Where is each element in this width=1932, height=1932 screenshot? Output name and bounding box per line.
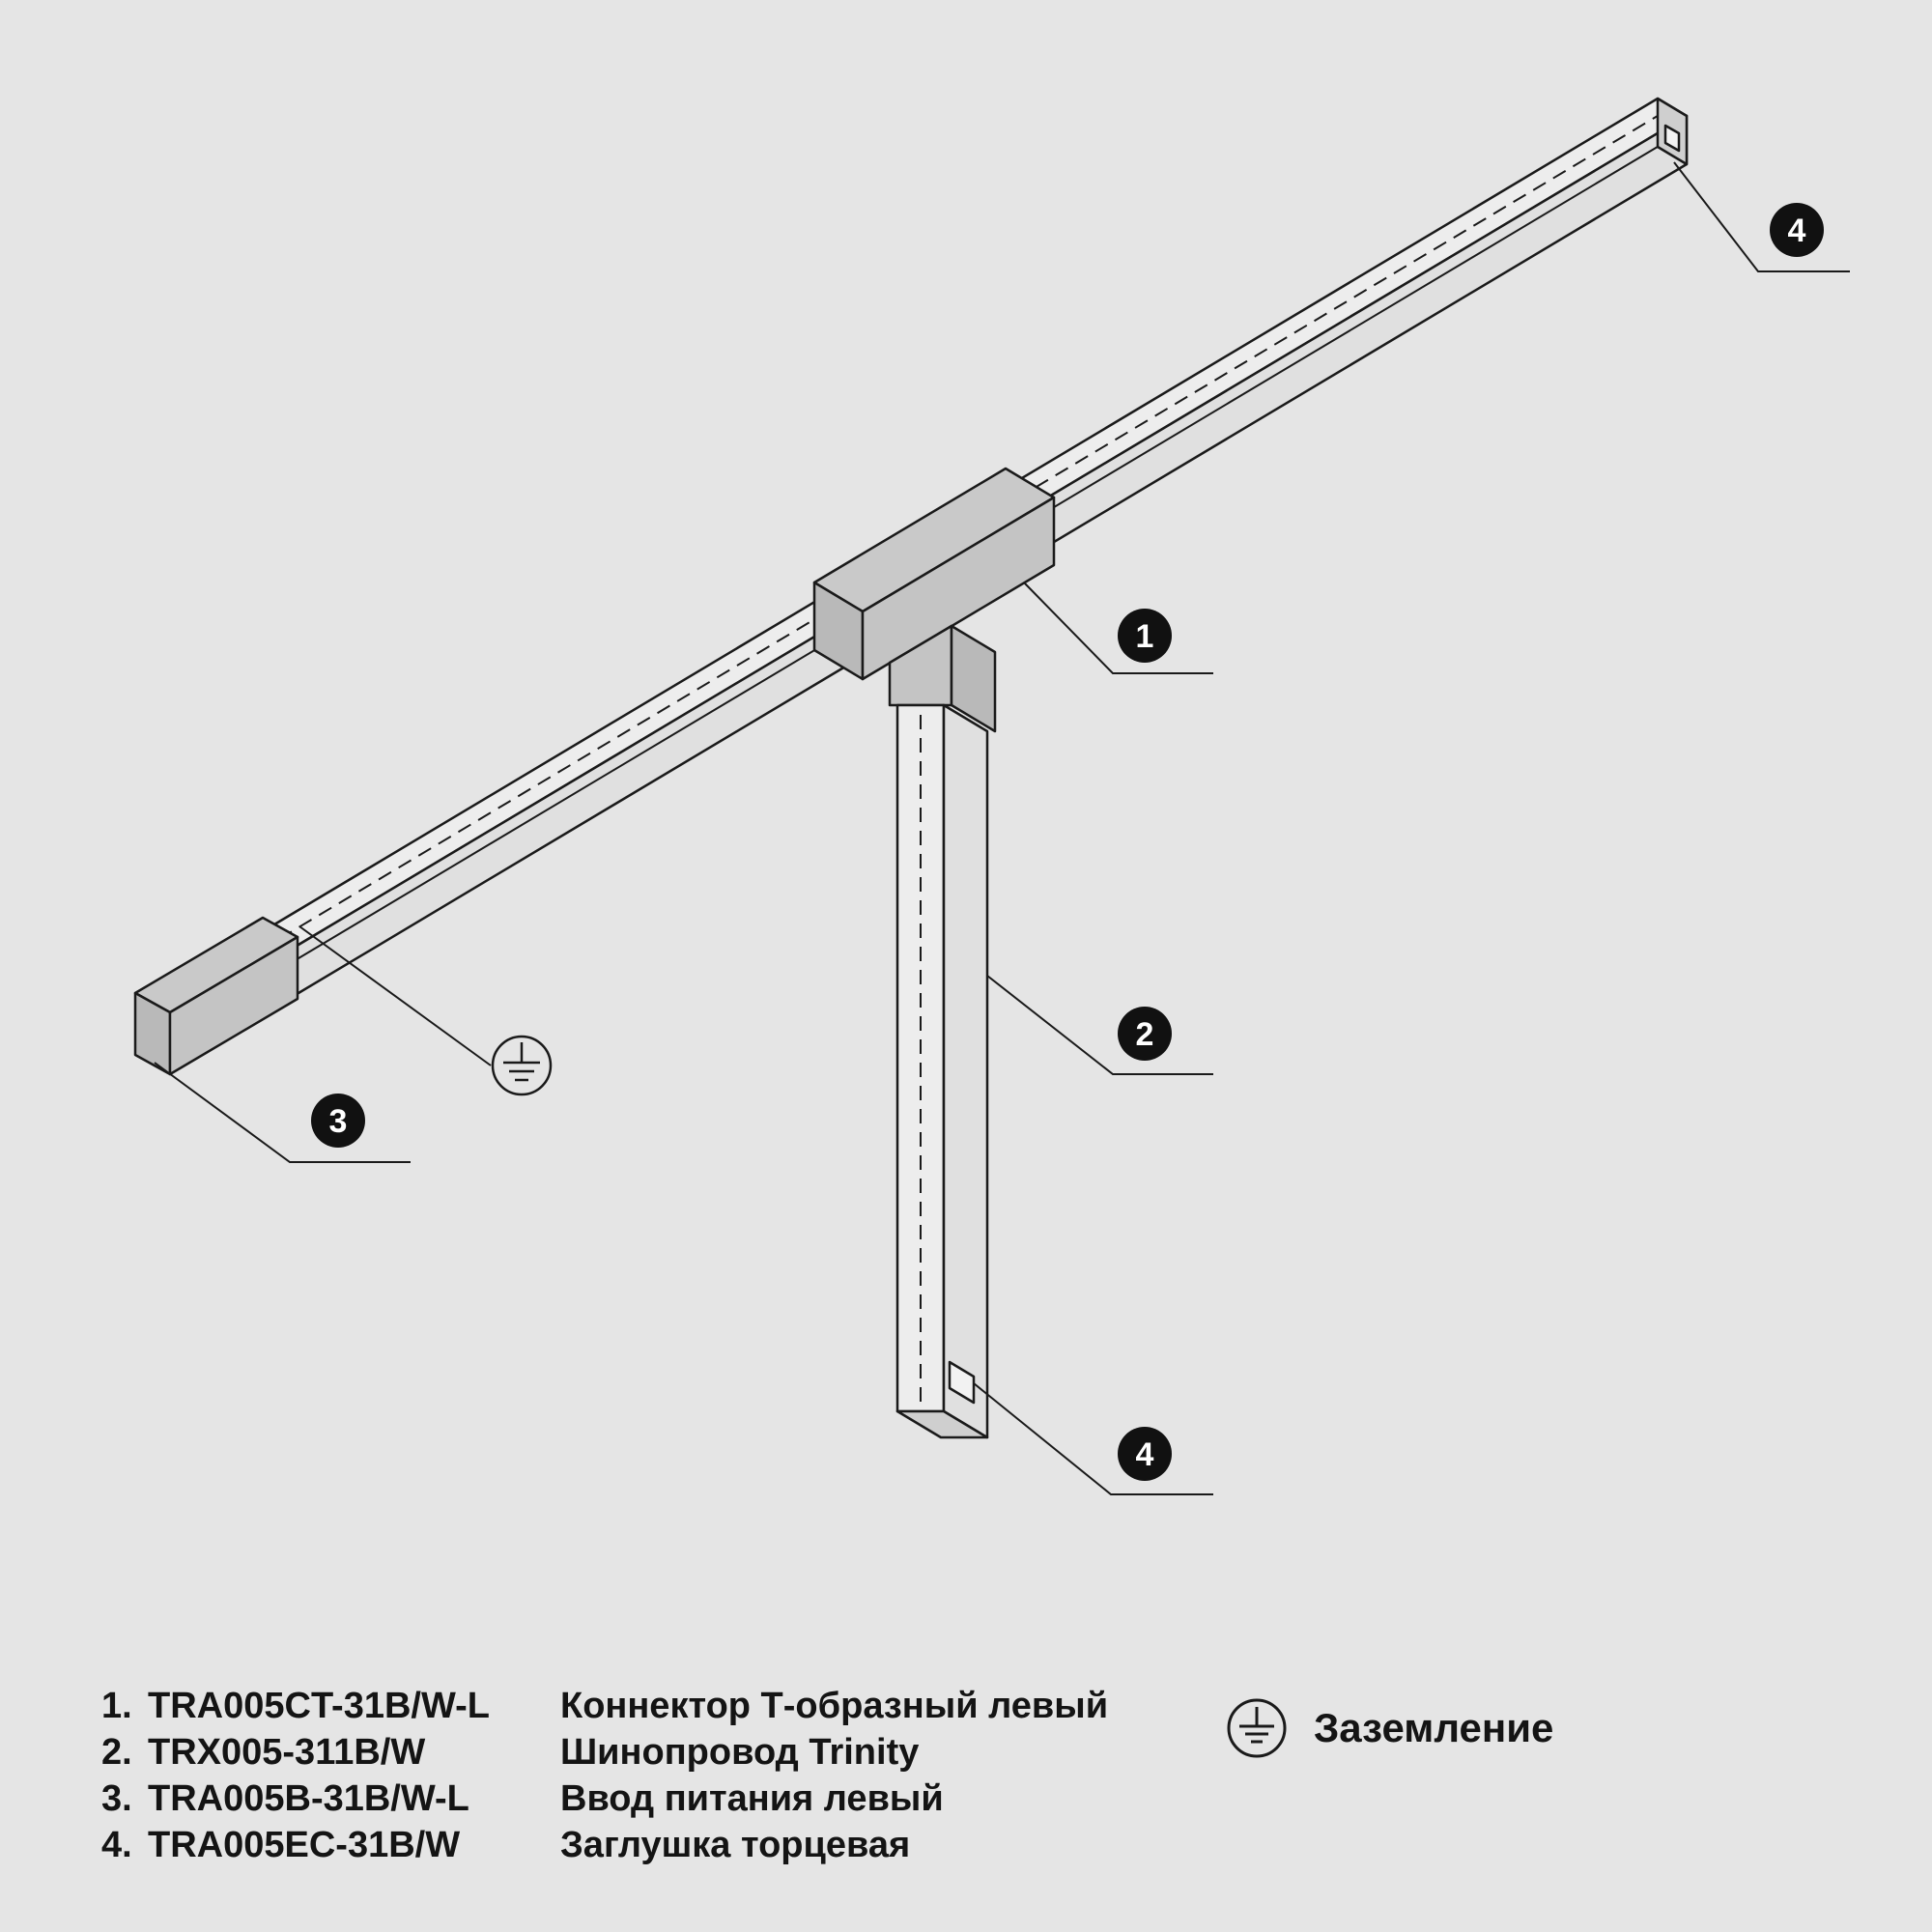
power-feed-cap [133,916,299,1076]
legend-code: TRA005EC-31B/W [148,1825,461,1865]
callout-3-label: 3 [329,1103,348,1140]
callout-3-circle [311,1094,365,1148]
callout-1-circle [1118,609,1172,663]
legend-code: TRA005B-31B/W-L [148,1778,469,1819]
horizontal-track-centerline [278,106,1673,940]
ground-legend: Заземление [1225,1696,1553,1760]
callout-1-label: 1 [1136,618,1154,655]
vertical-track [895,703,989,1439]
legend-desc: Шинопровод Trinity [560,1732,920,1773]
legend: 1. TRA005CT-31B/W-L Коннектор Т-образный… [101,1683,1108,1868]
callout-4-bottom-circle [1118,1427,1172,1481]
legend-row: 1. TRA005CT-31B/W-L Коннектор Т-образный… [101,1683,1108,1729]
callout-2-label: 2 [1136,1016,1154,1053]
callout-3-badge: 3 [311,1094,365,1148]
legend-desc: Заглушка торцевая [560,1825,911,1865]
legend-row: 4. TRA005EC-31B/W Заглушка торцевая [101,1822,1108,1868]
leader-line-end-cap-bottom [973,1382,1213,1495]
legend-code: TRA005CT-31B/W-L [148,1686,490,1726]
vertical-track-side-face [942,703,989,1439]
legend-num: 4. [101,1825,132,1865]
ground-symbol-circle [491,1035,553,1096]
ground-symbol-group [298,925,553,1096]
callout-1-badge: 1 [1118,609,1172,663]
callout-4-top-circle [1770,203,1824,257]
leader-line-track [986,975,1213,1075]
ground-legend-label: Заземление [1314,1705,1554,1750]
callout-4-top-badge: 4 [1770,203,1824,257]
callout-4-top-label: 4 [1788,213,1806,249]
t-connector-front-face [861,496,1056,681]
callout-2-badge: 2 [1118,1007,1172,1061]
legend-code: TRX005-311B/W [148,1732,426,1773]
callout-2-circle [1118,1007,1172,1061]
legend-num: 1. [101,1686,132,1726]
end-cap-bottom-notch [948,1360,976,1405]
end-cap-right-notch [1663,124,1681,153]
end-cap-right [1656,97,1689,166]
legend-num: 2. [101,1732,132,1773]
t-connector-stub-side [950,624,997,733]
leader-line-end-cap-top [1673,161,1850,272]
t-connector [812,467,1056,733]
legend-row: 2. TRX005-311B/W Шинопровод Trinity [101,1729,1108,1776]
leader-line-connector [1023,582,1213,674]
ground-icon [1227,1698,1287,1758]
power-feed-front-face [168,935,299,1076]
legend-desc: Коннектор Т-образный левый [560,1686,1109,1726]
callout-4-bottom-badge: 4 [1118,1427,1172,1481]
legend-desc: Ввод питания левый [560,1778,944,1819]
callout-4-bottom-label: 4 [1136,1436,1154,1473]
ground-leader-line [298,925,492,1066]
ground-symbol-glyph [503,1042,540,1082]
leader-line-power-feed [154,1062,411,1163]
end-cap-bottom-face [895,1409,989,1439]
legend-row: 3. TRA005B-31B/W-L Ввод питания левый [101,1776,1108,1822]
legend-num: 3. [101,1778,132,1819]
